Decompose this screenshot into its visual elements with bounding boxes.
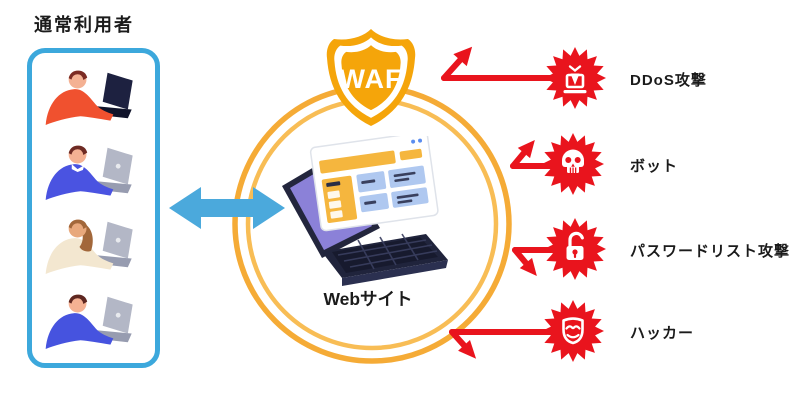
attack-deflect-arrow-hacker xyxy=(449,329,554,359)
user-illustration xyxy=(45,70,133,126)
waf-shield-icon: WAF xyxy=(326,29,416,126)
hacker-mask-icon xyxy=(562,317,584,345)
threat-label-hacker: ハッカー xyxy=(630,325,695,342)
user-illustration xyxy=(45,294,133,349)
attack-deflect-arrow-ddos xyxy=(441,46,556,81)
user-illustration xyxy=(45,145,133,200)
user-illustration xyxy=(45,219,133,275)
browser-window-illustration xyxy=(309,136,439,232)
website-laptop-illustration xyxy=(282,136,448,286)
threat-badge-password xyxy=(544,218,606,280)
threat-badge-bot xyxy=(542,133,604,195)
threat-badge-ddos xyxy=(544,47,606,109)
website-label: Webサイト xyxy=(323,289,413,309)
threat-label-ddos: DDoS攻撃 xyxy=(630,72,707,89)
bidirectional-traffic-arrow-icon xyxy=(169,187,285,229)
ddos-laptop-bomb-icon xyxy=(563,65,587,94)
users-panel-title: 通常利用者 xyxy=(34,15,134,35)
password-open-padlock-icon xyxy=(566,231,584,260)
users-panel xyxy=(27,48,160,368)
waf-label: WAF xyxy=(340,64,403,94)
threat-badge-hacker xyxy=(542,300,604,362)
bot-skull-icon xyxy=(562,149,584,173)
threat-label-bot: ボット xyxy=(630,158,679,175)
threat-label-password: パスワードリスト攻撃 xyxy=(630,243,791,260)
